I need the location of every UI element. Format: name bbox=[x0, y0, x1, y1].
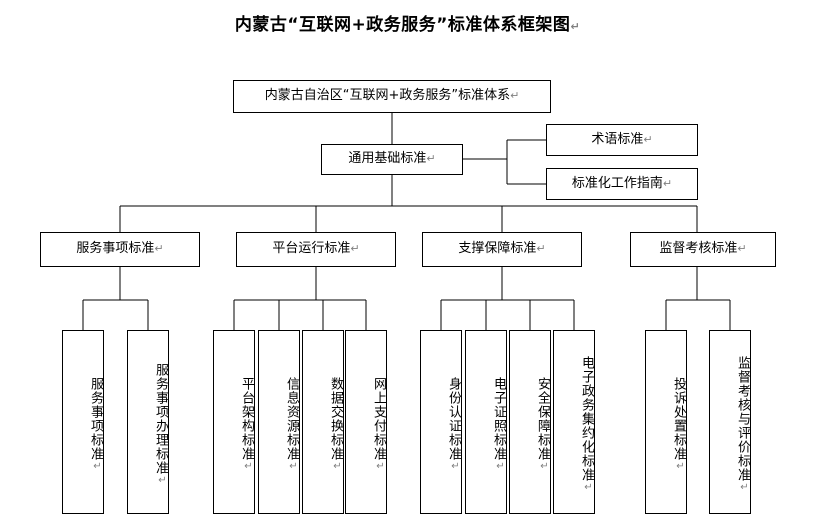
leaf-e-government-intensive-standard[interactable]: 电子政务集约化标准↵ bbox=[553, 330, 595, 514]
leaf-complaint-handling-standard[interactable]: 投诉处置标准↵ bbox=[645, 330, 687, 514]
leaf-information-resource-standard-mark: ↵ bbox=[288, 461, 299, 473]
node-terminology-mark: ↵ bbox=[643, 132, 653, 146]
leaf-security-guarantee-standard-mark: ↵ bbox=[539, 461, 550, 473]
leaf-service-item-handling-standard-mark: ↵ bbox=[157, 475, 168, 487]
leaf-online-payment-standard[interactable]: 网上支付标准↵ bbox=[345, 330, 387, 514]
leaf-electronic-license-standard-label: 电子证照标准 bbox=[491, 377, 506, 461]
node-supervision-assessment[interactable]: 监督考核标准↵ bbox=[630, 232, 776, 267]
node-service-items[interactable]: 服务事项标准↵ bbox=[40, 232, 200, 267]
leaf-platform-architecture-standard-label: 平台架构标准 bbox=[239, 377, 254, 461]
node-root[interactable]: 内蒙古自治区“互联网+政务服务”标准体系↵ bbox=[233, 80, 551, 113]
node-root-mark: ↵ bbox=[510, 89, 520, 103]
node-platform-operation-label: 平台运行标准 bbox=[272, 241, 351, 257]
leaf-identity-authentication-standard[interactable]: 身份认证标准↵ bbox=[420, 330, 462, 514]
page-title: 内蒙古“互联网+政务服务”标准体系框架图↵ bbox=[0, 10, 815, 35]
leaf-platform-architecture-standard[interactable]: 平台架构标准↵ bbox=[213, 330, 255, 514]
leaf-service-item-handling-standard-label: 服务事项办理标准 bbox=[153, 363, 168, 475]
leaf-e-government-intensive-standard-mark: ↵ bbox=[583, 482, 594, 494]
leaf-supervision-assessment-evaluation-standard-mark: ↵ bbox=[739, 482, 750, 494]
node-service-items-mark: ↵ bbox=[154, 242, 164, 256]
leaf-e-government-intensive-standard-label: 电子政务集约化标准 bbox=[579, 356, 594, 482]
leaf-security-guarantee-standard[interactable]: 安全保障标准↵ bbox=[509, 330, 551, 514]
node-terminology[interactable]: 术语标准↵ bbox=[546, 124, 698, 156]
node-service-items-label: 服务事项标准 bbox=[76, 241, 155, 257]
node-root-label: 内蒙古自治区“互联网+政务服务”标准体系 bbox=[264, 88, 511, 104]
leaf-online-payment-standard-label: 网上支付标准 bbox=[371, 377, 386, 461]
node-terminology-label: 术语标准 bbox=[591, 131, 644, 147]
node-support-guarantee-mark: ↵ bbox=[536, 242, 546, 256]
node-standardization-guide-mark: ↵ bbox=[662, 176, 673, 190]
title-paragraph-mark: ↵ bbox=[570, 20, 581, 33]
leaf-supervision-assessment-evaluation-standard-label: 监督考核与评价标准 bbox=[735, 356, 750, 482]
leaf-online-payment-standard-mark: ↵ bbox=[375, 461, 386, 473]
node-platform-operation[interactable]: 平台运行标准↵ bbox=[236, 232, 396, 267]
node-supervision-assessment-mark: ↵ bbox=[737, 242, 747, 256]
node-platform-operation-mark: ↵ bbox=[350, 242, 360, 256]
leaf-data-exchange-standard-label: 数据交换标准 bbox=[328, 377, 343, 461]
leaf-information-resource-standard-label: 信息资源标准 bbox=[284, 377, 299, 461]
node-standardization-guide-label: 标准化工作指南 bbox=[571, 175, 663, 191]
leaf-identity-authentication-standard-label: 身份认证标准 bbox=[446, 377, 461, 461]
leaf-supervision-assessment-evaluation-standard[interactable]: 监督考核与评价标准↵ bbox=[709, 330, 751, 514]
leaf-security-guarantee-standard-label: 安全保障标准 bbox=[535, 377, 550, 461]
leaf-electronic-license-standard[interactable]: 电子证照标准↵ bbox=[465, 330, 507, 514]
leaf-identity-authentication-standard-mark: ↵ bbox=[450, 461, 461, 473]
leaf-electronic-license-standard-mark: ↵ bbox=[495, 461, 506, 473]
node-support-guarantee-label: 支撑保障标准 bbox=[458, 241, 537, 257]
node-supervision-assessment-label: 监督考核标准 bbox=[659, 241, 738, 257]
node-standardization-guide[interactable]: 标准化工作指南↵ bbox=[546, 168, 698, 200]
node-common-basic-mark: ↵ bbox=[426, 152, 436, 166]
leaf-data-exchange-standard[interactable]: 数据交换标准↵ bbox=[302, 330, 344, 514]
leaf-complaint-handling-standard-label: 投诉处置标准 bbox=[671, 377, 686, 461]
leaf-service-item-standard-label: 服务事项标准 bbox=[88, 377, 103, 461]
page-title-text: 内蒙古“互联网+政务服务”标准体系框架图 bbox=[234, 15, 571, 35]
leaf-information-resource-standard[interactable]: 信息资源标准↵ bbox=[258, 330, 300, 514]
leaf-service-item-standard[interactable]: 服务事项标准↵ bbox=[62, 330, 104, 514]
leaf-service-item-standard-mark: ↵ bbox=[92, 461, 103, 473]
node-support-guarantee[interactable]: 支撑保障标准↵ bbox=[422, 232, 582, 267]
leaf-complaint-handling-standard-mark: ↵ bbox=[675, 461, 686, 473]
leaf-service-item-handling-standard[interactable]: 服务事项办理标准↵ bbox=[127, 330, 169, 514]
node-common-basic-label: 通用基础标准 bbox=[348, 151, 427, 167]
node-common-basic[interactable]: 通用基础标准↵ bbox=[321, 144, 463, 175]
leaf-data-exchange-standard-mark: ↵ bbox=[332, 461, 343, 473]
leaf-platform-architecture-standard-mark: ↵ bbox=[243, 461, 254, 473]
